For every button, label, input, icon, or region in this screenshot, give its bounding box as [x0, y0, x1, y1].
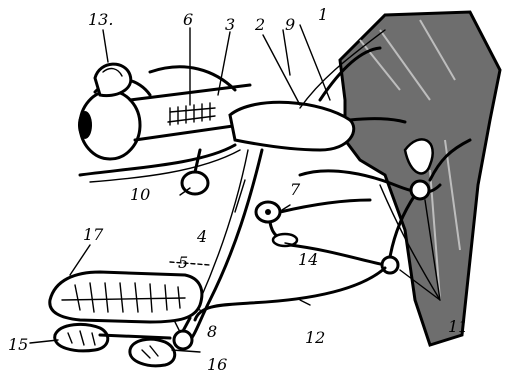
label-16: 16 [207, 355, 227, 374]
label-5: 5 [178, 253, 188, 272]
label-6: 6 [183, 10, 193, 29]
label-14: 14 [298, 250, 318, 269]
otic-ganglion [256, 200, 370, 246]
brainstem [340, 12, 500, 345]
label-1: 1 [318, 5, 328, 24]
label-17: 17 [83, 225, 104, 244]
label-12: 12 [305, 328, 325, 347]
submandibular-gland [50, 272, 202, 322]
label-8: 8 [207, 322, 217, 341]
label-9: 9 [285, 15, 295, 34]
label-11: 11 [448, 317, 468, 336]
label-15: 15 [8, 335, 28, 354]
submandibular-ganglion [174, 318, 192, 349]
label-7: 7 [290, 180, 301, 199]
label-3: 3 [225, 15, 235, 34]
label-2: 2 [254, 15, 265, 34]
ciliary-ganglion [95, 64, 131, 96]
gland-16 [130, 339, 175, 366]
label-10: 10 [130, 185, 150, 204]
label-4: 4 [196, 227, 207, 246]
label-13: 13. [88, 10, 113, 29]
